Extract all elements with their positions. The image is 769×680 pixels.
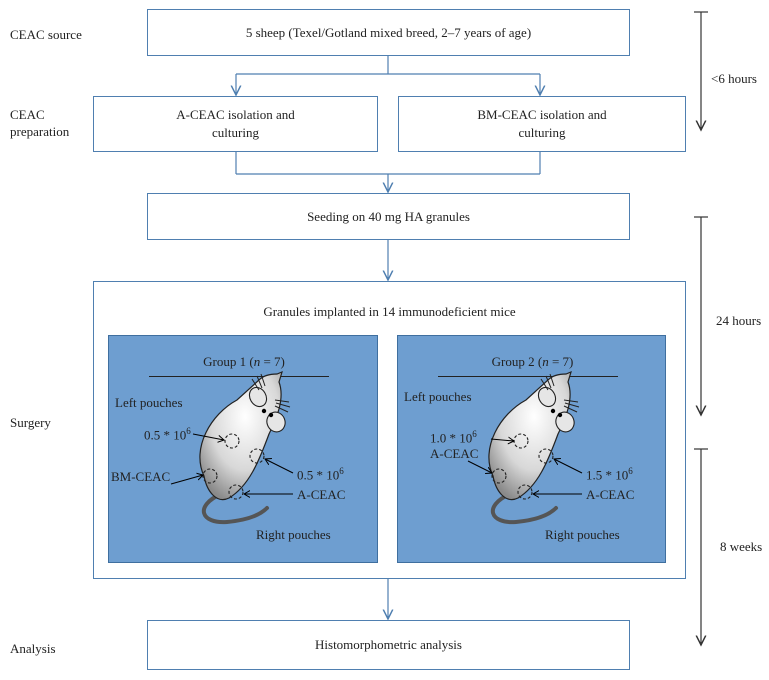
group-2-title: Group 2 (n = 7) (491, 354, 574, 369)
group-1-cell-2: A-CEAC (297, 487, 346, 502)
sheep-source-box: 5 sheep (Texel/Gotland mixed breed, 2–7 … (147, 9, 630, 56)
timeline-label-3: 8 weeks (720, 539, 763, 554)
group-2-dose-2: 1.5 * 106 (586, 466, 633, 483)
group-1-left-pouches: Left pouches (115, 395, 183, 410)
group-1-dose-2: 0.5 * 106 (297, 466, 344, 483)
mouse-body (488, 370, 580, 501)
group-1-right-pouches: Right pouches (256, 527, 331, 542)
stage-label-source: CEAC source (10, 27, 82, 42)
group-2-mouse-drawing (467, 370, 583, 525)
group-1-dose-1: 0.5 * 106 (144, 426, 191, 443)
group-1-title-underline (149, 376, 329, 377)
group-2-right-pouches: Right pouches (545, 527, 620, 542)
group-2-panel: Group 2 (n = 7) Left pouches 1.0 * 106 A… (397, 335, 666, 563)
group-2-dose-1: 1.0 * 106 (430, 429, 477, 446)
group-2-cell-1: A-CEAC (430, 446, 479, 461)
group-2-title-underline (438, 376, 618, 377)
group-1-title: Group 1 (n = 7) (203, 354, 285, 369)
group-1-panel: Group 1 (n = 7) Left pouches 0.5 * 106 B… (108, 335, 378, 563)
a-ceac-box: A-CEAC isolation and culturing (93, 96, 378, 152)
mouse-body (199, 370, 291, 501)
group-1-cell-1: BM-CEAC (111, 469, 171, 484)
group-1-mouse-drawing (170, 370, 294, 525)
seeding-box: Seeding on 40 mg HA granules (147, 193, 630, 240)
mouse-tail (201, 492, 269, 525)
analysis-box: Histomorphometric analysis (147, 620, 630, 670)
stage-label-analysis: Analysis (10, 641, 56, 656)
stage-label-surgery: Surgery (10, 415, 51, 430)
implant-title: Granules implanted in 14 immunodeficient… (263, 304, 516, 319)
bm-ceac-box: BM-CEAC isolation and culturing (398, 96, 686, 152)
timeline-label-2: 24 hours (716, 313, 762, 328)
group-2-cell-2: A-CEAC (586, 487, 635, 502)
mouse-tail (490, 492, 558, 525)
group-2-left-pouches: Left pouches (404, 389, 472, 404)
timeline-label-1: <6 hours (711, 71, 757, 86)
stage-label-preparation: CEAC preparation (10, 107, 70, 139)
